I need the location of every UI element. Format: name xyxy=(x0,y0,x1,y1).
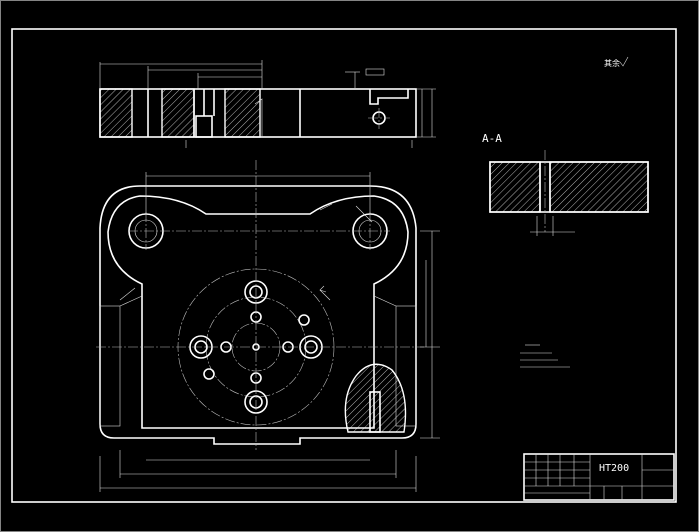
front-view-hatch-left xyxy=(99,88,133,138)
small-hole-5 xyxy=(298,314,310,326)
technical-notes xyxy=(520,344,570,368)
small-hole-6 xyxy=(203,368,215,380)
section-hatch-right xyxy=(549,161,649,213)
front-view-hatch-right xyxy=(224,88,261,138)
frame-border xyxy=(11,28,677,503)
plate-recess xyxy=(107,195,409,429)
plate-outline xyxy=(99,185,417,445)
plan-dimensions xyxy=(99,172,440,492)
front-elevation-view xyxy=(99,60,436,148)
section-hatch-left xyxy=(489,161,541,213)
teardrop-cutout xyxy=(344,363,407,433)
title-block: HT200 xyxy=(523,453,675,501)
front-view-hatch-center xyxy=(161,88,195,138)
section-label: A-A xyxy=(482,132,502,145)
plan-view xyxy=(96,160,424,450)
section-a-a-view: A-A xyxy=(482,132,649,236)
roughness-symbol xyxy=(619,56,629,67)
title-block-border xyxy=(523,453,675,501)
roughness-note: 其余 xyxy=(604,58,620,68)
material-label: HT200 xyxy=(599,463,629,474)
right-slot xyxy=(395,305,417,427)
left-slot xyxy=(99,305,121,427)
